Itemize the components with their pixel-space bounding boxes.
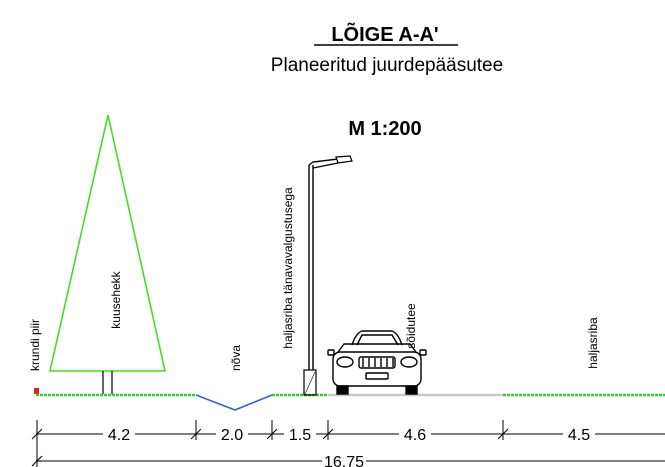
label-property-border: krundi piir <box>28 319 42 371</box>
section-title: LÕIGE A-A' <box>331 22 438 46</box>
car-front-icon <box>327 330 427 395</box>
label-spruce-hedge: kuusehekk <box>109 270 123 328</box>
section-subtitle: Planeeritud juurdepääsutee <box>271 55 503 76</box>
dimension-2: 2.0 <box>221 427 243 444</box>
dimension-5: 4.5 <box>568 427 590 444</box>
dimension-total: 16.75 <box>324 454 364 467</box>
label-carriageway: sõidutee <box>404 303 418 349</box>
ground-line <box>36 393 665 411</box>
label-green-strip: haljasriba <box>586 317 600 369</box>
label-ditch: nõva <box>229 345 243 371</box>
ditch-profile <box>195 394 273 411</box>
dimension-1: 4.2 <box>108 427 130 444</box>
property-border-marker <box>34 388 39 394</box>
dimension-3: 1.5 <box>289 427 311 444</box>
label-green-strip-lighting: haljasriba tänavavalgustusega <box>281 187 295 349</box>
spruce-hedge-tree <box>48 114 166 394</box>
dimension-4: 4.6 <box>404 427 426 444</box>
scale-label: M 1:200 <box>348 118 421 140</box>
dimension-labels: 4.2 2.0 1.5 4.6 4.5 16.75 <box>103 424 595 467</box>
street-light-icon <box>303 155 353 396</box>
